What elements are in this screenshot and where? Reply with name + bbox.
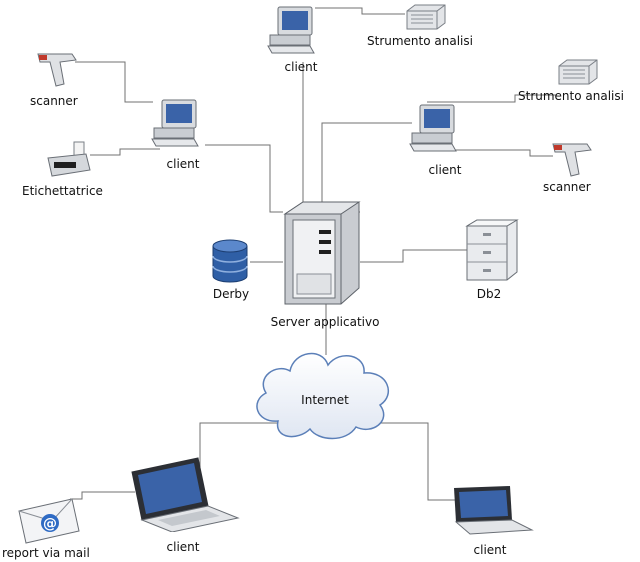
etichettatrice-label: Etichettatrice <box>22 184 103 198</box>
scanner-left-node <box>36 50 78 93</box>
barcode-scanner-icon <box>37 53 77 87</box>
scanner-right-label: scanner <box>543 180 591 194</box>
strumento-right-node <box>557 58 599 91</box>
db2-label: Db2 <box>476 287 502 301</box>
server-rack-icon <box>558 59 598 85</box>
cloud-icon <box>256 352 390 440</box>
client-right-node <box>408 103 458 160</box>
server-rack-icon <box>406 4 446 30</box>
report-label: report via mail <box>2 546 90 560</box>
database-icon <box>212 239 248 283</box>
desktop-computer-icon <box>409 104 457 152</box>
server-label: Server applicativo <box>270 315 380 329</box>
strumento-right-label: Strumento analisi <box>518 89 624 103</box>
internet-label: Internet <box>301 393 349 407</box>
client-top-label: client <box>284 60 318 74</box>
email-node: @ <box>16 497 82 550</box>
laptop-icon <box>454 486 534 535</box>
svg-text:@: @ <box>43 516 57 532</box>
desktop-computer-icon <box>151 99 199 147</box>
client-left-node <box>150 98 200 155</box>
file-cabinet-icon <box>465 219 519 281</box>
client-top-node <box>266 5 316 62</box>
derby-label: Derby <box>212 287 250 301</box>
internet-node <box>248 343 398 448</box>
label-printer-icon <box>47 141 91 177</box>
laptop-icon <box>131 457 240 533</box>
etichettatrice-node <box>44 140 92 185</box>
tower-server-icon <box>283 201 361 305</box>
laptop-left-node <box>128 456 240 537</box>
server-node <box>283 200 363 311</box>
laptop-right-node <box>448 484 536 543</box>
desktop-computer-icon <box>267 6 315 54</box>
client-left-label: client <box>166 157 200 171</box>
scanner-left-label: scanner <box>30 94 78 108</box>
client-right-label: client <box>428 163 462 177</box>
strumento-top-label: Strumento analisi <box>367 34 473 48</box>
email-icon: @ <box>18 498 80 544</box>
scanner-right-node <box>551 140 593 183</box>
laptop-left-label: client <box>166 540 200 554</box>
barcode-scanner-icon <box>552 143 592 177</box>
laptop-right-label: client <box>473 543 507 557</box>
derby-node <box>210 238 250 289</box>
strumento-top-node <box>405 3 447 36</box>
db2-node <box>465 218 521 287</box>
